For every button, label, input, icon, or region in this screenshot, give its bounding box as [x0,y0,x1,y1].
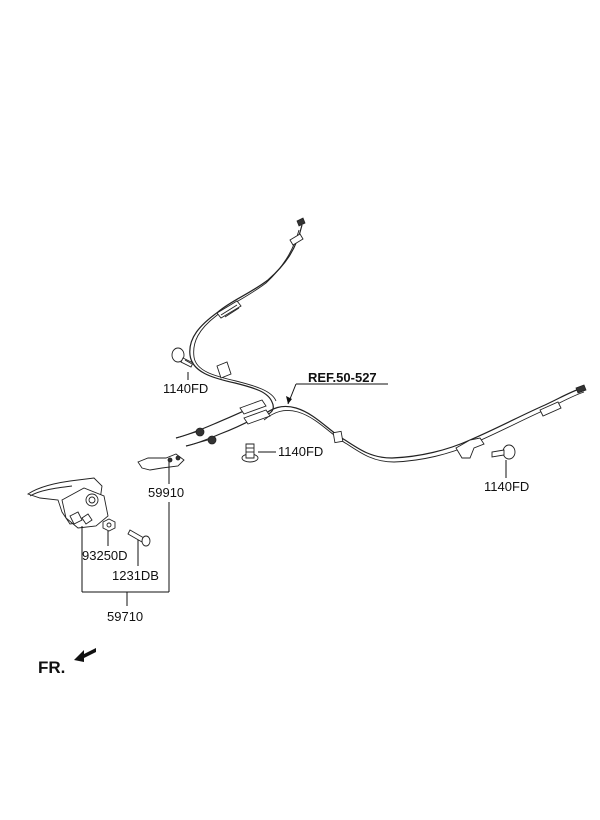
nut-icon [102,518,116,532]
label-cable-bracket: 59910 [148,485,184,500]
front-indicator: FR. [38,648,96,677]
parking-brake-lever [26,477,109,529]
lower-cable-grommet [332,430,344,444]
bolt-center-icon [241,443,259,463]
label-bolt-upper-left: 1140FD [163,381,208,396]
label-lever-assembly: 59710 [107,609,143,624]
upper-cable-clip [216,361,232,379]
label-reference: REF.50-527 [308,370,377,385]
label-bolt-center: 1140FD [278,444,323,459]
front-arrow-icon [74,648,96,662]
leader-lines [81,372,507,606]
label-bolt-right: 1140FD [484,479,529,494]
screw-icon [127,529,151,547]
cable-bracket-part [137,453,185,471]
label-nut: 93250D [82,548,128,563]
equalizer-cables [175,399,271,447]
lower-cable-bracket [455,437,485,459]
bolt-upper-left-icon [171,347,194,368]
upper-cable [189,217,306,417]
cable-end-upper [195,427,205,437]
equalizer-fitting [239,399,267,415]
bolt-right-icon [491,444,516,460]
lower-cable [261,384,587,463]
front-label: FR. [38,658,65,677]
cable-end-lower [207,435,217,445]
label-screw: 1231DB [112,568,159,583]
